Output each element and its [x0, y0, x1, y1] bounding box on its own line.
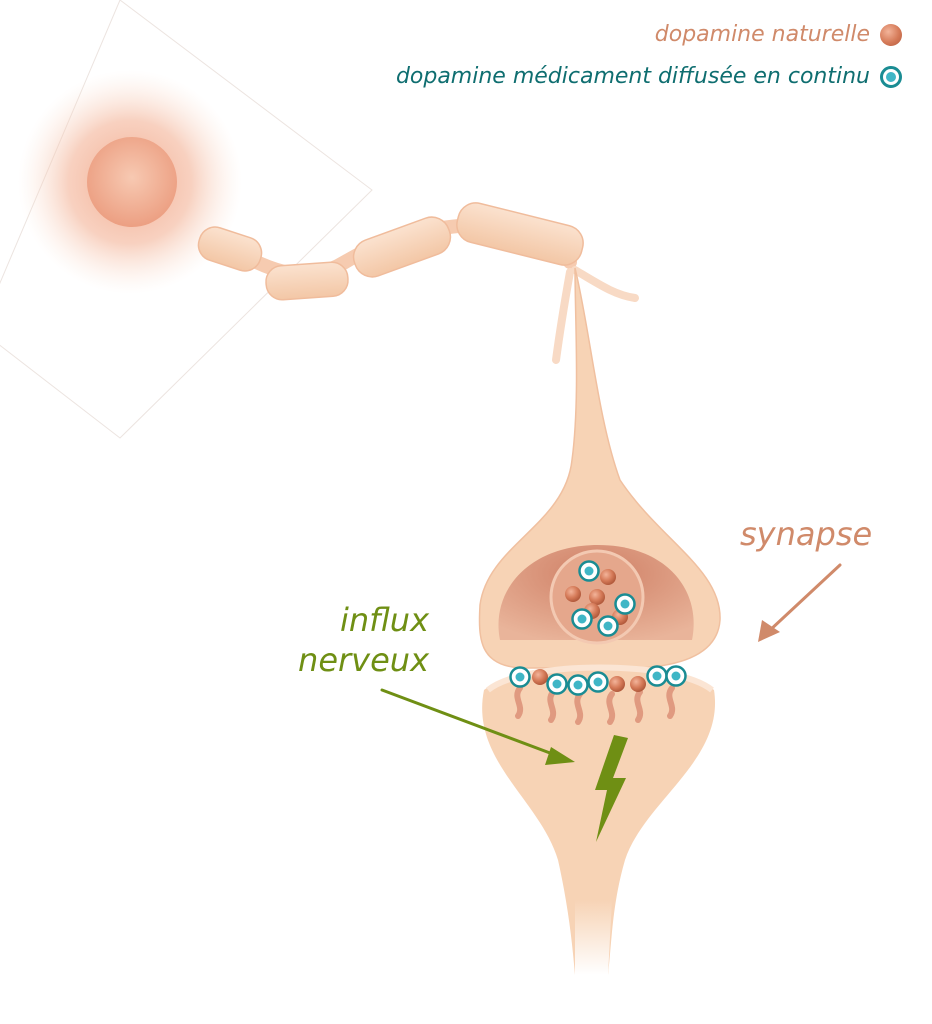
dopamine-medication-marker: [587, 671, 609, 693]
dopamine-natural-dot-icon: [880, 23, 902, 46]
legend-medication: dopamine médicament diffusée en continu: [396, 64, 902, 89]
dopamine-natural-marker: [532, 669, 548, 685]
myelin-sheath: [197, 202, 584, 301]
dopamine-medication-marker: [571, 608, 593, 630]
nerve-impulse-icon: [595, 735, 628, 842]
influx-arrow: [380, 688, 575, 765]
dopamine-natural-marker: [609, 676, 625, 692]
postsynaptic-fade: [575, 900, 612, 975]
dopamine-medication-marker: [509, 666, 531, 688]
dopamine-medication-marker: [578, 560, 600, 582]
myelin-segment: [456, 202, 584, 266]
myelin-segment: [265, 261, 349, 301]
dopamine-medication-marker: [546, 673, 568, 695]
dopamine-natural-marker: [565, 586, 581, 602]
legend-natural-label: dopamine naturelle: [654, 22, 870, 47]
dopamine-markers: [509, 560, 687, 696]
dopamine-medication-marker: [614, 593, 636, 615]
myelin-segment: [352, 216, 452, 278]
dopamine-medication-marker: [665, 665, 687, 687]
synapse-arrow: [758, 563, 842, 642]
terminal-branch: [571, 266, 639, 302]
postsynaptic-membrane: [486, 664, 714, 693]
synapse-label: synapse: [740, 515, 873, 553]
legend-natural: dopamine naturelle: [655, 22, 902, 47]
myelin-segment: [197, 226, 263, 272]
dopamine-medication-marker: [597, 615, 619, 637]
dopamine-natural-marker: [589, 589, 605, 605]
soma-nucleus: [87, 137, 177, 227]
receptors: [514, 685, 676, 725]
dopamine-medication-dot-icon: [880, 65, 902, 88]
postsynaptic-neuron: [482, 669, 716, 975]
influx-label-line1: influx: [339, 601, 429, 639]
terminal-branch: [552, 268, 574, 364]
legend-medication-label: dopamine médicament diffusée en continu: [395, 64, 870, 89]
influx-label-line2: nerveux: [298, 641, 429, 679]
dopamine-medication-marker: [567, 674, 589, 696]
dopamine-medication-marker: [646, 665, 668, 687]
dopamine-natural-marker: [630, 676, 646, 692]
dopamine-natural-marker: [600, 569, 616, 585]
influx-label: influx nerveux: [298, 600, 429, 680]
